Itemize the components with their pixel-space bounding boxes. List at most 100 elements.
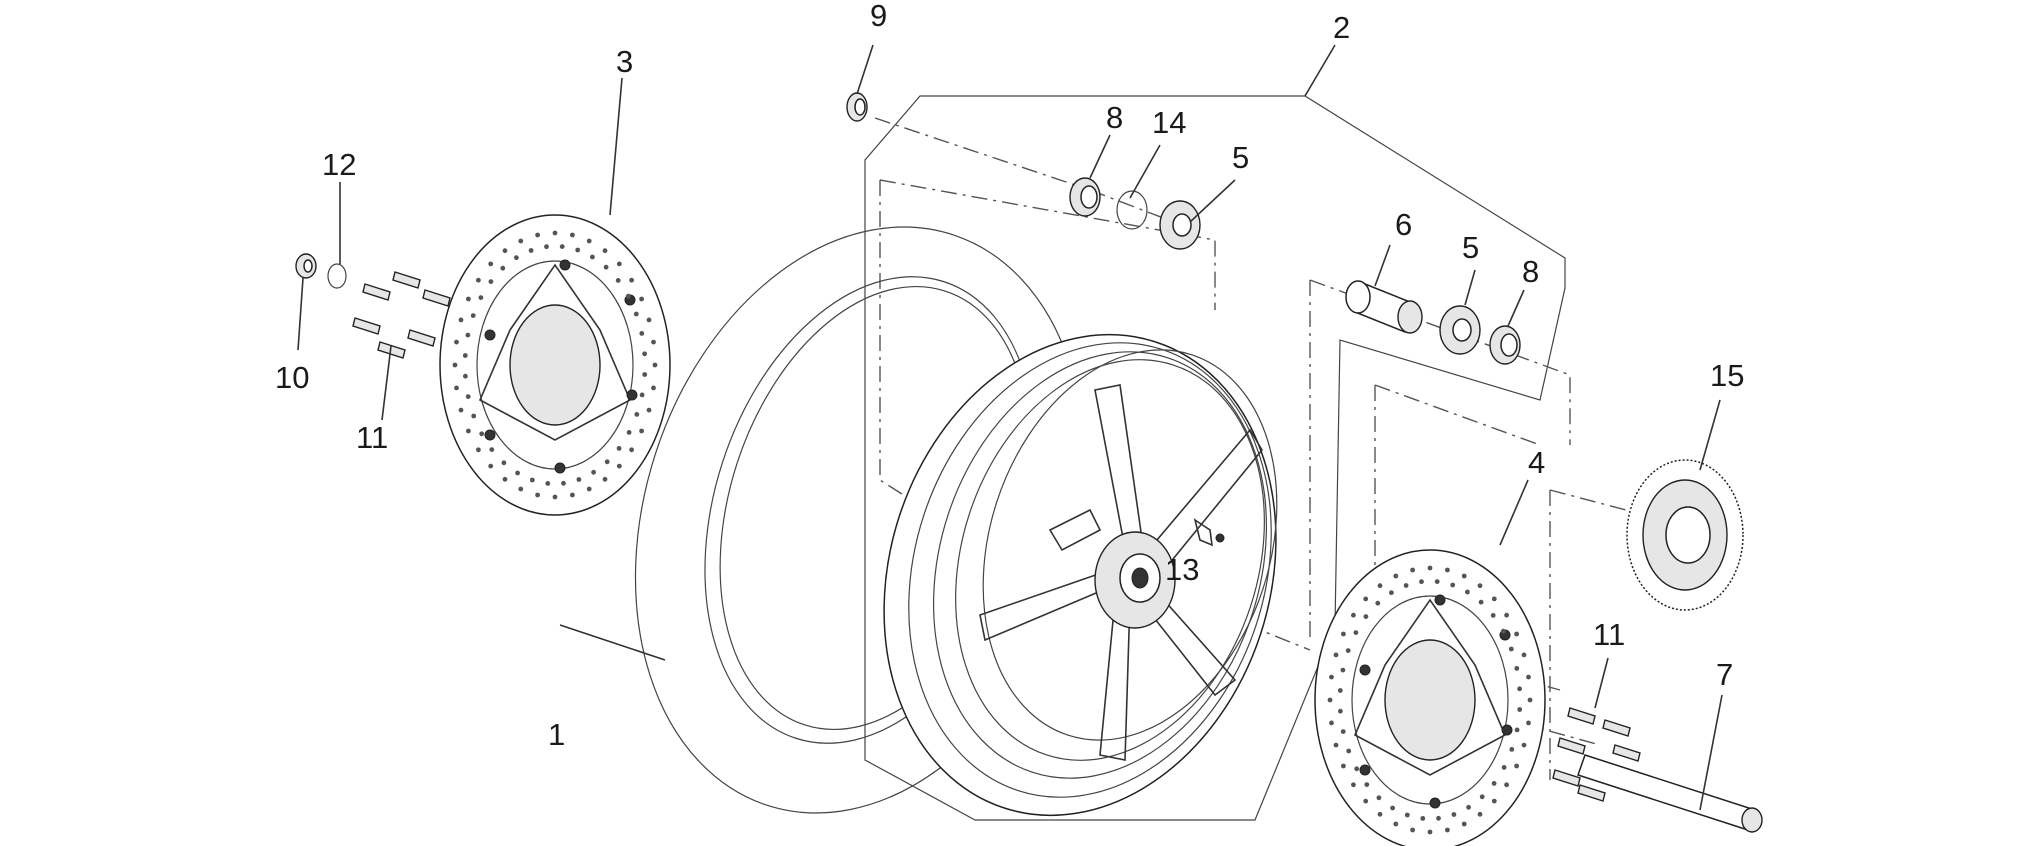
disc-hole <box>1465 589 1470 595</box>
disc-hole <box>1427 829 1433 835</box>
disc-hole <box>454 339 459 345</box>
disc-hole <box>1477 583 1483 589</box>
disc-hole <box>586 238 592 244</box>
disc-hole <box>1509 747 1515 752</box>
disc-hole <box>1504 782 1509 788</box>
disc-hole <box>1420 816 1426 821</box>
disc-hole <box>603 264 609 270</box>
wheel-rim <box>883 333 1278 817</box>
label-14: 14 <box>1152 105 1186 140</box>
label-6: 6 <box>1395 207 1412 242</box>
label-5-right: 5 <box>1462 230 1479 265</box>
disc-hole <box>602 476 608 482</box>
washer-12 <box>327 263 347 289</box>
label-2: 2 <box>1333 10 1350 45</box>
disc-hole <box>604 459 610 465</box>
leader-lines <box>297 44 1723 811</box>
disc-hole <box>1526 720 1531 726</box>
disc-hole <box>1403 583 1409 588</box>
label-13: 13 <box>1165 552 1199 587</box>
disc-hole <box>529 477 535 483</box>
disc-hole <box>1450 582 1456 588</box>
disc-hole <box>576 477 582 482</box>
disc-hole <box>515 470 520 476</box>
disc-hole <box>633 311 639 317</box>
disc-hole <box>646 317 652 323</box>
disc-hole <box>1337 688 1343 693</box>
disc-hole <box>1427 565 1433 571</box>
disc-hole <box>616 261 622 267</box>
disc-hole <box>1377 811 1383 817</box>
seal-9 <box>846 92 868 122</box>
disc-hole <box>646 407 652 413</box>
label-10: 10 <box>275 360 309 395</box>
disc-hole <box>616 446 622 451</box>
label-4: 4 <box>1528 445 1545 480</box>
disc-hole <box>586 486 592 492</box>
disc-hole <box>1341 631 1346 637</box>
label-5-left: 5 <box>1232 140 1249 175</box>
disc-hole <box>1390 805 1395 811</box>
disc-hole <box>1333 652 1339 658</box>
disc-hole <box>616 463 622 469</box>
disc-hole <box>1491 596 1497 602</box>
disc-hole <box>1445 567 1450 573</box>
disc-hole <box>518 238 524 244</box>
disc-hole <box>489 447 495 452</box>
disc-hole <box>1514 666 1520 671</box>
disc-hole <box>1329 674 1334 680</box>
disc-hole <box>1491 798 1497 804</box>
label-11-left: 11 <box>356 420 388 455</box>
disc-hole <box>514 255 519 261</box>
group-2-outline <box>864 95 1566 821</box>
disc-hole <box>501 460 507 466</box>
disc-hole <box>1364 782 1370 787</box>
disc-hole <box>1419 579 1424 585</box>
bolts-11-left <box>352 271 451 359</box>
label-9: 9 <box>870 0 887 33</box>
bearing-frame-left <box>879 179 1216 561</box>
disc-hole <box>488 261 494 267</box>
disc-hole <box>552 494 558 500</box>
disc-hole <box>1501 765 1507 770</box>
disc-hole <box>1376 795 1382 801</box>
disc-hole <box>1461 573 1467 579</box>
disc-hole <box>590 254 595 260</box>
disc-hole <box>602 248 608 254</box>
disc-hole <box>1389 590 1394 596</box>
disc-hole <box>478 295 484 300</box>
disc-hole <box>463 373 468 379</box>
disc-hole <box>639 331 645 336</box>
disc-hole <box>591 469 596 475</box>
disc-hole <box>1436 815 1441 821</box>
disc-hole <box>1346 748 1352 754</box>
disc-hole <box>1477 811 1483 817</box>
disc-hole <box>1363 596 1369 602</box>
disc-hole <box>1353 630 1359 635</box>
disc-hole <box>500 265 506 271</box>
disc-hole <box>458 317 464 323</box>
seal-8-left <box>1069 177 1101 217</box>
disc-hole <box>639 296 644 302</box>
disc-hole <box>535 492 540 498</box>
disc-hole <box>1490 613 1496 618</box>
wheel-axle <box>1577 754 1763 833</box>
label-8-right: 8 <box>1522 254 1539 289</box>
disc-hole <box>1341 763 1346 769</box>
disc-hole <box>1466 804 1471 810</box>
disc-hole <box>1393 573 1399 579</box>
disc-hole <box>1327 697 1333 703</box>
disc-hole <box>535 232 540 238</box>
disc-hole <box>545 481 551 486</box>
disc-hole <box>1479 794 1485 800</box>
disc-hole <box>1410 567 1415 573</box>
disc-hole <box>1351 612 1356 618</box>
disc-hole <box>1517 707 1523 712</box>
brake-disc-left <box>439 214 671 516</box>
label-7: 7 <box>1716 657 1733 692</box>
disc-hole <box>466 296 471 302</box>
nut-10 <box>295 253 317 279</box>
disc-hole <box>1527 697 1533 703</box>
disc-hole <box>454 385 459 391</box>
